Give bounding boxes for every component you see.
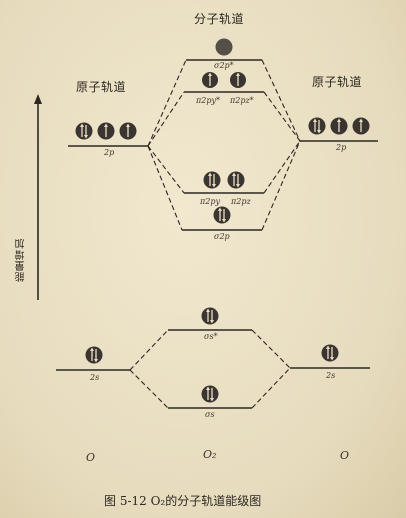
electron-pair-icon <box>201 385 219 403</box>
electron-pair-icon <box>308 117 326 135</box>
electron-pair-icon <box>213 206 231 224</box>
2s-correlation-lines <box>129 329 291 409</box>
electron-pair-icon <box>201 307 219 325</box>
sigma-2p-star-empty-orbital-icon <box>215 38 233 56</box>
2p-correlation-lines <box>147 59 301 231</box>
left-2p-electrons <box>75 122 137 140</box>
pi-2p-star-electrons <box>202 72 246 88</box>
electron-pair-icon <box>203 171 221 189</box>
header-molecular-orbitals: 分子轨道 <box>194 12 245 26</box>
molecule-label: O₂ <box>203 448 217 461</box>
right-2p-label: 2p <box>336 143 347 152</box>
figure-caption: 图 5-12 O₂的分子轨道能级图 <box>104 494 262 508</box>
electron-pair-icon <box>227 171 245 189</box>
sigma-2s-label: σs <box>205 410 215 419</box>
header-atomic-orbitals-left: 原子轨道 <box>76 80 127 94</box>
electron-up-icon <box>97 122 115 140</box>
right-atom-label: O <box>340 449 350 462</box>
electron-up-icon <box>202 72 218 88</box>
sigma-2p-label: σ2p <box>214 232 230 241</box>
electron-up-icon <box>230 72 246 88</box>
electron-pair-icon <box>85 346 103 364</box>
pi-2p-star-y-label: π2py* <box>196 96 220 105</box>
left-2p-label: 2p <box>104 148 115 157</box>
pi-2p-z-label: π2pz <box>231 197 251 206</box>
pi-2p-star-z-label: π2pz* <box>230 96 254 105</box>
sigma-2s-star-label: σs* <box>204 332 218 341</box>
electron-pair-icon <box>75 122 93 140</box>
pi-2p-electrons <box>203 171 245 189</box>
electron-up-icon <box>119 122 137 140</box>
electron-up-icon <box>352 117 370 135</box>
header-atomic-orbitals-right: 原子轨道 <box>312 75 363 89</box>
energy-axis-arrowhead <box>34 94 42 104</box>
electron-pair-icon <box>321 344 339 362</box>
right-2p-electrons <box>308 117 370 135</box>
left-2s-label: 2s <box>90 373 100 382</box>
energy-axis-label: 能量增加 <box>16 238 27 282</box>
left-atom-label: O <box>86 451 96 464</box>
pi-2p-y-label: π2py <box>200 197 220 206</box>
right-2s-label: 2s <box>326 371 336 380</box>
electron-up-icon <box>330 117 348 135</box>
sigma-2p-star-label: σ2p* <box>214 61 234 70</box>
